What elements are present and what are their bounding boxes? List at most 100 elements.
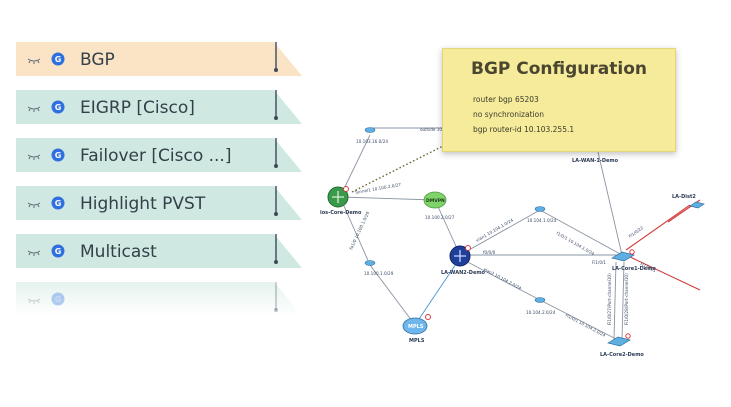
layer-label: Multicast [80, 242, 157, 262]
eye-closed-icon[interactable] [27, 250, 41, 256]
node-label: LA-WAN2-Demo [441, 270, 486, 276]
network-links [339, 127, 701, 341]
node-label: LA-Dist2 [672, 194, 696, 200]
layer-pin-head [274, 212, 278, 216]
eye-closed-icon[interactable] [27, 58, 41, 64]
layer-plane [16, 138, 302, 172]
note-title: BGP Configuration [470, 59, 647, 79]
alert-badge-icon [343, 186, 349, 192]
switch-icon [607, 336, 631, 347]
link-ioscore-dmvpn [339, 196, 436, 201]
link-switch2-mpls [369, 264, 416, 326]
layer-row[interactable]: G Failover [Cisco ...] [16, 138, 302, 172]
eye-closed-icon[interactable] [27, 106, 41, 112]
link-label: 10.104.2.0/24 [526, 310, 556, 315]
layer-label: BGP [80, 50, 115, 70]
g-badge-label: G [55, 295, 62, 304]
layer-pin-head [274, 68, 278, 72]
eye-closed-icon[interactable] [27, 154, 41, 160]
node-ios-core[interactable]: ios-Core-Demo [320, 186, 362, 217]
node-la-core2[interactable]: LA-Core2-Demo [600, 333, 644, 358]
link-core1-wan1 [597, 151, 623, 256]
g-badge-icon [51, 148, 65, 162]
link-label: fa1/0 10.100.1.0/29 [348, 210, 370, 250]
link-ioscore-switch2 [339, 196, 371, 266]
node-label: DMVPN [426, 198, 445, 204]
layer-row[interactable]: G BGP [16, 42, 302, 76]
network-nodes: ios-Core-Demo DMVPN LA-WAN2-Demo MPLS MP… [320, 127, 705, 358]
link-label: 10.104.1.0/24 [527, 218, 557, 223]
alert-badge-icon [465, 245, 471, 251]
link-label: outside 10.1 [420, 127, 446, 132]
note-line: bgp router-id 10.103.255.1 [473, 125, 575, 134]
link-label: f1/0/1 10.104.1.0/24 [556, 231, 596, 257]
g-badge-label: G [55, 55, 62, 64]
cloud-icon [423, 191, 447, 209]
node-label: ios-Core-Demo [320, 210, 362, 216]
link-label: vlan2 10.104.2.0/24 [483, 266, 523, 290]
switch-icon[interactable] [364, 260, 376, 266]
layer-label: EIGRP [Cisco] [80, 98, 195, 118]
node-mpls[interactable]: MPLS MPLS [402, 314, 431, 345]
link-core1-dist-red1 [625, 204, 691, 251]
link-core1-dist-red2 [627, 255, 701, 291]
alert-badge-icon [629, 249, 635, 255]
node-la-core1[interactable]: LA-Core1-Demo [611, 249, 656, 272]
node-label: LA-Core2-Demo [600, 352, 644, 358]
link-dmvpn-lawan2 [434, 199, 461, 256]
node-label: MPLS [409, 338, 425, 344]
layer-plane [16, 234, 302, 268]
eye-closed-icon[interactable] [27, 202, 41, 208]
node-la-wan1[interactable]: LA-WAN-1-Demo [572, 158, 619, 164]
layer-pin-head [274, 116, 278, 120]
g-badge-label: G [55, 151, 62, 160]
layer-plane [16, 90, 302, 124]
link-label: Tunnel1 10.100.2.0/27 [353, 182, 401, 195]
bgp-configuration-note[interactable]: BGP Configuration router bgp 65203 no sy… [442, 48, 676, 152]
link-lawan2-mpls [414, 257, 461, 326]
link-label: 10.103.16.0/24 [356, 139, 388, 144]
link-lawan2-switch3 [459, 209, 541, 256]
link-core1-core2-b [621, 261, 625, 341]
node-dmvpn[interactable]: DMVPN [423, 191, 447, 209]
link-switch4-core2 [539, 299, 619, 341]
g-badge-label: G [55, 199, 62, 208]
switch-icon[interactable] [364, 127, 376, 133]
layer-row[interactable]: G [16, 282, 302, 316]
layer-label: Failover [Cisco ...] [80, 146, 231, 166]
alert-badge-icon [625, 333, 631, 339]
g-badge-icon [51, 196, 65, 210]
node-la-dist[interactable]: LA-Dist2 [672, 194, 705, 209]
link-label: vlan1 10.104.1.0/24 [475, 217, 514, 243]
link-label: Fi1/0/1 10.104.2.0/24 [565, 312, 607, 338]
g-badge-icon [51, 244, 65, 258]
layer-row[interactable]: G EIGRP [Cisco] [16, 90, 302, 124]
switch-icon[interactable] [534, 297, 546, 303]
layer-pin-head [274, 308, 278, 312]
node-la-wan2[interactable]: LA-WAN2-Demo [441, 245, 486, 277]
layer-pin-head [274, 260, 278, 264]
g-badge-label: G [55, 103, 62, 112]
link-lawan2-switch4 [459, 257, 541, 301]
link-label: Fi1/0/28(Port-channel10) [624, 273, 629, 325]
g-badge-icon [51, 292, 65, 306]
link-switch3-core1 [539, 209, 623, 256]
link-core1-core2-a [613, 261, 617, 341]
node-label: LA-Core1-Demo [612, 266, 656, 272]
cloud-icon [402, 317, 428, 335]
link-label: Fi1/0/22 [628, 225, 645, 239]
eye-closed-icon[interactable] [27, 298, 41, 304]
layer-plane [16, 186, 302, 220]
layer-plane [16, 42, 302, 76]
link-label: Fi1/0/27(Port-channel10) [607, 273, 612, 325]
g-badge-icon [51, 100, 65, 114]
link-label: Fi1/0/21 [640, 261, 658, 273]
note-line: no synchronization [473, 110, 544, 119]
link-label: 10.100.2.0/27 [425, 215, 455, 220]
switch-icon[interactable] [534, 206, 546, 212]
node-label: LA-WAN-1-Demo [572, 158, 619, 164]
